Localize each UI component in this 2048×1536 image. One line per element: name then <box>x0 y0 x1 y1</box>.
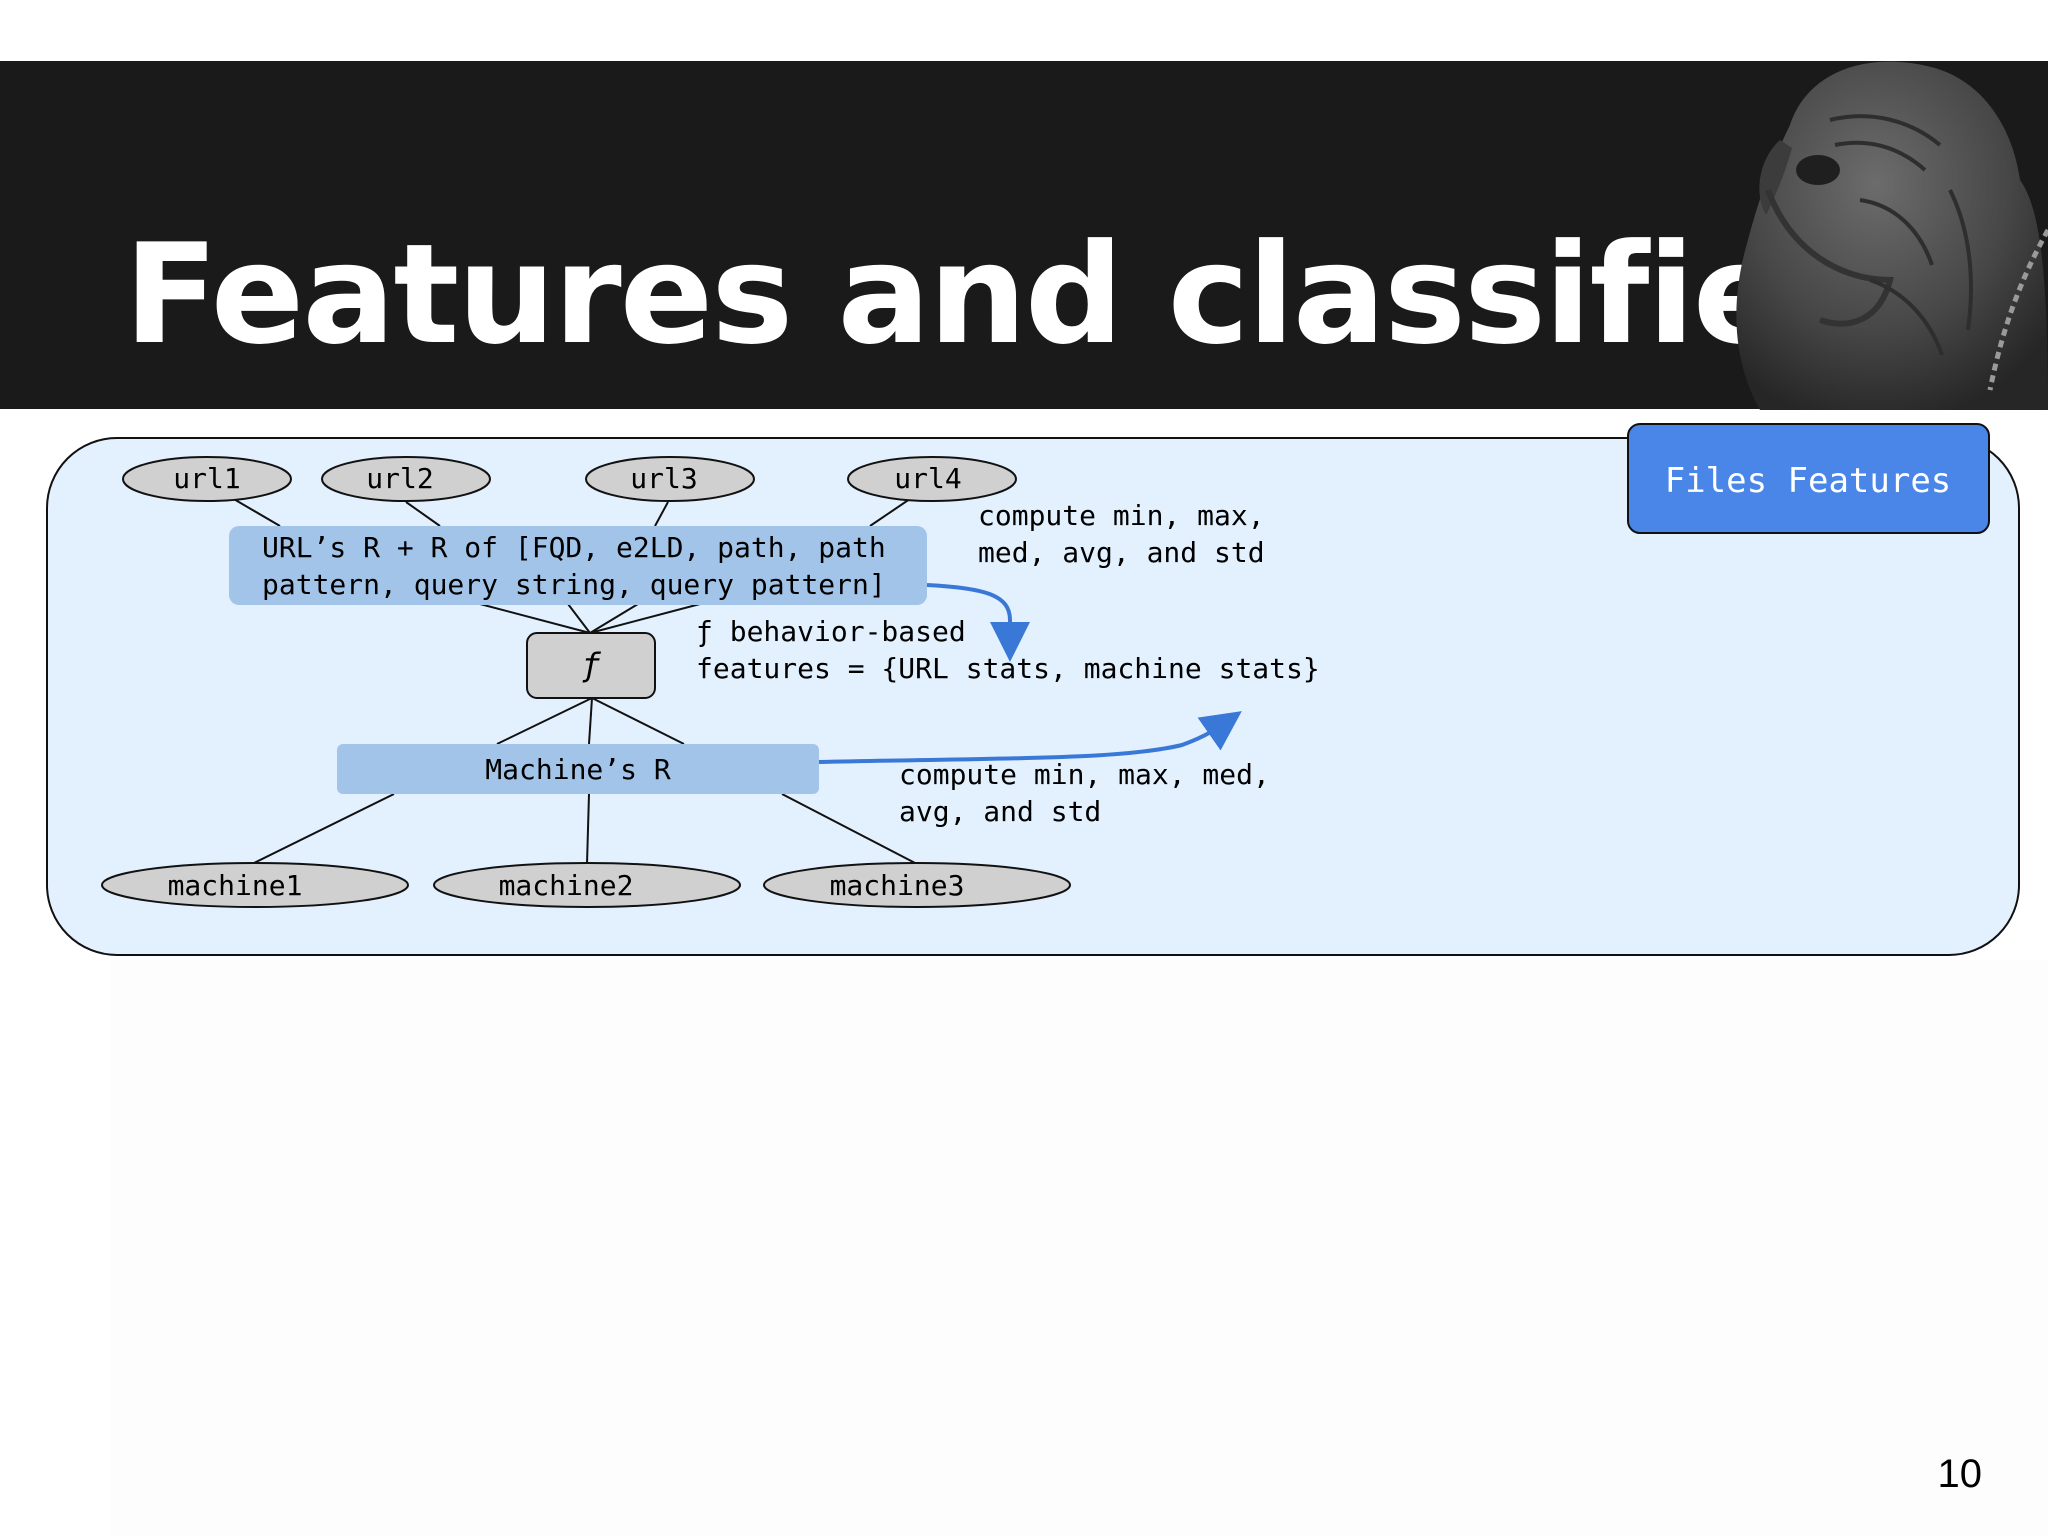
machine-node: machine2 <box>433 862 741 908</box>
url-node-label: url2 <box>366 462 433 495</box>
url-node: url2 <box>321 456 491 502</box>
url-node-label: url1 <box>173 462 240 495</box>
page-number: 10 <box>1937 1452 1983 1496</box>
machine-box: Machine’s R <box>337 744 819 794</box>
url-box-line: URL’s R + R of [FQD, e2LD, path, path <box>262 531 886 564</box>
machine-stats-note: compute min, max, med, avg, and std <box>899 758 1270 828</box>
url-nodes: url1 url2 url3 url4 <box>122 456 1017 502</box>
url-node: url1 <box>122 456 292 502</box>
features-note-line: ƒ behavior-based <box>696 615 966 648</box>
files-features-badge: Files Features <box>1627 423 1990 534</box>
dog-photo <box>1720 30 2048 410</box>
machine-stats-note-line: avg, and std <box>899 795 1101 828</box>
stat-arrows <box>818 583 1242 764</box>
machine-node-label: machine3 <box>830 869 965 902</box>
url-node: url4 <box>847 456 1017 502</box>
f-node: ƒ <box>526 632 656 699</box>
url-node-label: url4 <box>894 462 961 495</box>
files-features-label: Files Features <box>1665 461 1952 501</box>
features-note-line: features = {URL stats, machine stats} <box>696 652 1320 685</box>
machine-node: machine1 <box>101 862 409 908</box>
url-stats-arrow <box>926 583 1030 662</box>
machine-stats-arrow <box>818 711 1242 764</box>
url-stats-note-line: med, avg, and std <box>978 536 1265 569</box>
slide-title: Features and classifier <box>124 214 1852 375</box>
machine-node-label: machine1 <box>168 869 303 902</box>
features-note: ƒ behavior-based features = {URL stats, … <box>696 615 1320 685</box>
machine-box-label: Machine’s R <box>485 753 671 786</box>
content-background <box>110 960 2048 1536</box>
url-stats-note-line: compute min, max, <box>978 499 1265 532</box>
machine-stats-note-line: compute min, max, med, <box>899 758 1270 791</box>
url-node-label: url3 <box>630 462 697 495</box>
title-bar <box>0 61 2048 409</box>
url-stats-note: compute min, max, med, avg, and std <box>978 499 1265 569</box>
f-node-label: ƒ <box>581 646 601 684</box>
url-box: URL’s R + R of [FQD, e2LD, path, path pa… <box>229 526 927 605</box>
machine-nodes: machine1 machine2 machine3 <box>101 862 1071 908</box>
machine-node: machine3 <box>763 862 1071 908</box>
machine-node-label: machine2 <box>499 869 634 902</box>
url-box-line: pattern, query string, query pattern] <box>262 568 886 601</box>
url-node: url3 <box>585 456 755 502</box>
feature-diagram: url1 url2 url3 url4 URL’s R + R of [FQD,… <box>46 423 2020 956</box>
